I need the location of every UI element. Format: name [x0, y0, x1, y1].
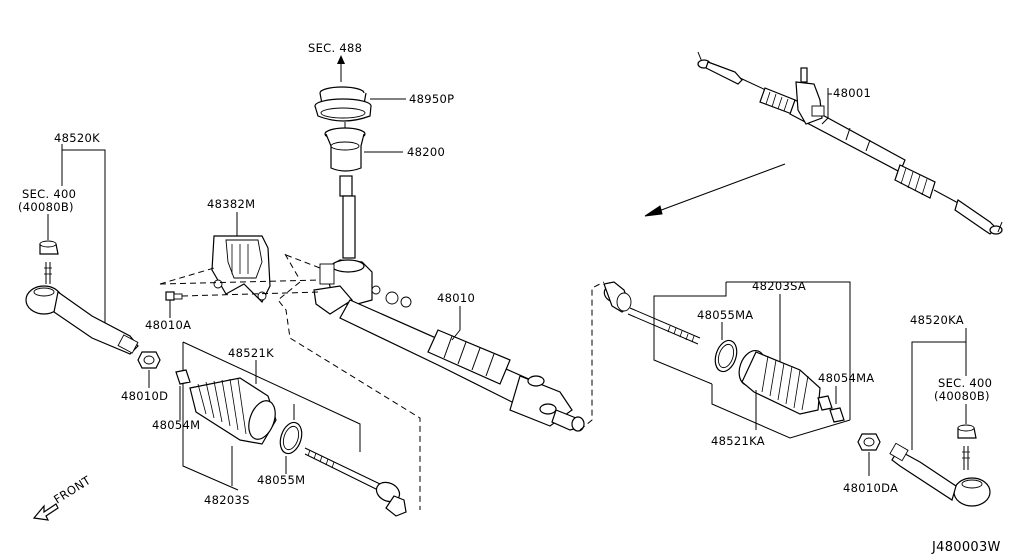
- label-48203S: 48203S: [204, 493, 250, 507]
- label-sec-488: SEC. 488: [308, 41, 362, 55]
- steering-gear-48010: [313, 259, 585, 432]
- label-48521KA: 48521KA: [711, 434, 765, 448]
- label-sec-400-right: SEC. 400: [938, 376, 992, 390]
- label-sec-400-left-sub: (40080B): [18, 200, 74, 214]
- label-48055M: 48055M: [257, 473, 305, 487]
- label-48382M: 48382M: [207, 197, 255, 211]
- label-sec-400-right-sub: (40080B): [934, 389, 990, 403]
- label-48010DA: 48010DA: [843, 481, 898, 495]
- boot-48203S: [175, 369, 277, 445]
- assembly-direction-arrow: [644, 163, 786, 217]
- label-48520K: 48520K: [54, 131, 100, 145]
- label-48054M: 48054M: [152, 418, 200, 432]
- label-48001: 48001: [833, 86, 871, 100]
- tie-rod-end-48520KA: [889, 424, 991, 507]
- sec-488-arrow-icon: [337, 55, 345, 82]
- label-48010: 48010: [437, 291, 475, 305]
- label-48054MA: 48054MA: [818, 371, 874, 385]
- tie-rod-end-48520K: [25, 240, 139, 355]
- ring-48055M: [279, 421, 303, 455]
- label-48203SA: 48203SA: [752, 279, 806, 293]
- inner-tie-rod-left: [304, 447, 407, 517]
- insulator-48200: [324, 122, 366, 172]
- label-48010D: 48010D: [121, 389, 168, 403]
- inner-tie-rod-right: [603, 281, 701, 345]
- diagram-code: J480003W: [931, 540, 1001, 555]
- label-48055MA: 48055MA: [697, 308, 753, 322]
- nut-48010DA: [857, 433, 881, 451]
- label-front: FRONT: [51, 473, 94, 507]
- label-48010A: 48010A: [145, 318, 191, 332]
- complete-rack-assembly-inset: [697, 51, 1003, 235]
- nut-48010D: [137, 351, 161, 369]
- front-arrow-icon: [32, 503, 59, 521]
- column-boot-48950P: [314, 86, 372, 122]
- boot-48203SA: [738, 349, 845, 423]
- label-48200: 48200: [407, 145, 445, 159]
- label-sec-400-left: SEC. 400: [22, 187, 76, 201]
- label-48521K: 48521K: [228, 346, 274, 360]
- column-shaft: [339, 175, 356, 259]
- label-48950P: 48950P: [409, 92, 454, 106]
- ring-48055MA: [714, 339, 738, 373]
- bracket-48382M: [211, 235, 271, 304]
- label-48520KA: 48520KA: [910, 313, 964, 327]
